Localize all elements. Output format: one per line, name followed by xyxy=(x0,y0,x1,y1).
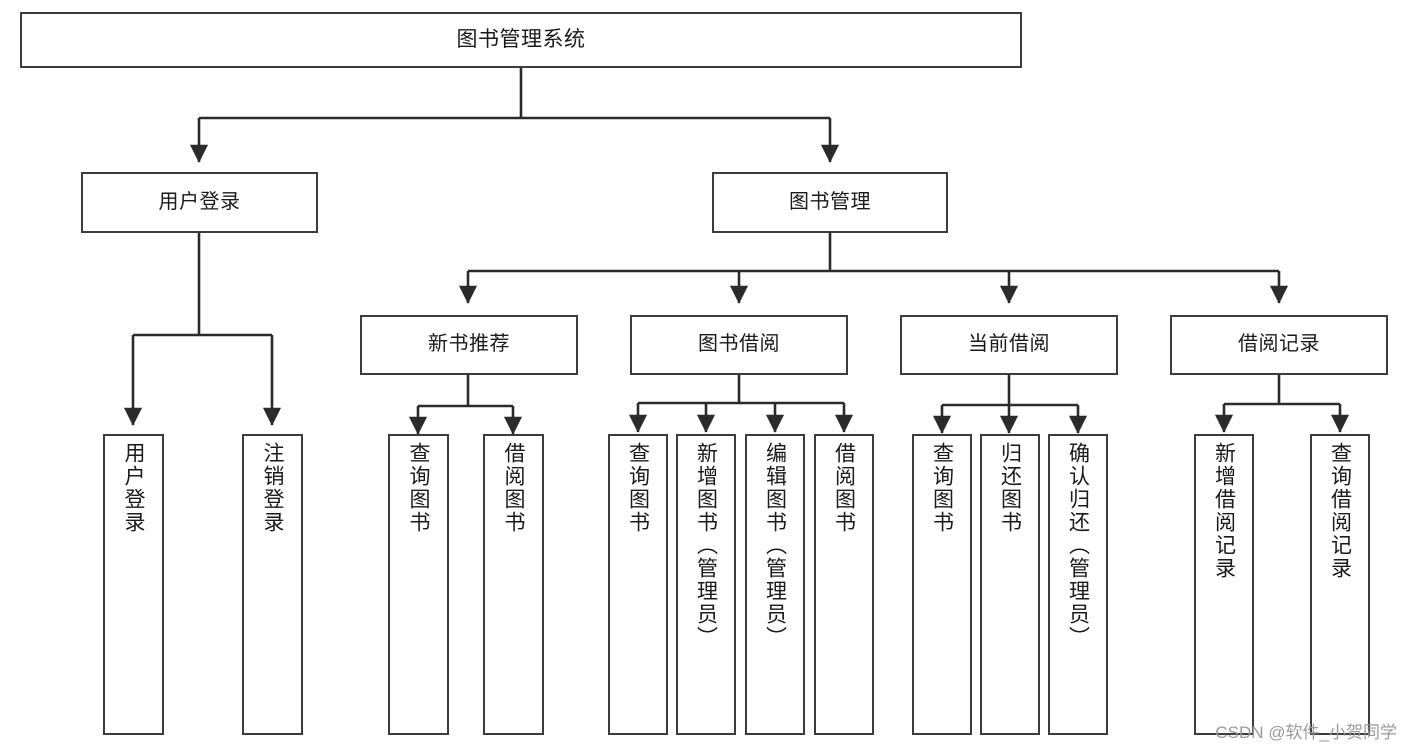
node-label: 新书推荐 xyxy=(428,333,510,356)
node-label: 图书借阅 xyxy=(698,333,780,356)
node-label: 查询图书 xyxy=(930,442,954,534)
node-label: 查询图书 xyxy=(407,442,430,534)
node-label: 新增图书（管理员） xyxy=(694,442,718,649)
node-label: 借阅图书 xyxy=(502,442,525,534)
node-book-borrow[interactable]: 图书借阅 xyxy=(630,315,848,375)
node-label: 用户登录 xyxy=(158,190,241,213)
node-label: 查询图书 xyxy=(626,442,650,534)
node-leaf-borrow-edit-book-admin[interactable]: 编辑图书（管理员） xyxy=(745,434,805,735)
node-current-borrow[interactable]: 当前借阅 xyxy=(900,315,1118,375)
node-label: 图书管理系统 xyxy=(456,27,586,51)
node-label: 图书管理 xyxy=(789,190,871,213)
node-leaf-current-confirm-return-admin[interactable]: 确认归还（管理员） xyxy=(1048,434,1108,735)
node-leaf-borrow-add-book-admin[interactable]: 新增图书（管理员） xyxy=(676,434,736,735)
node-label: 查询借阅记录 xyxy=(1328,442,1352,580)
node-label: 用户登录 xyxy=(122,442,145,534)
node-label: 当前借阅 xyxy=(968,333,1050,356)
node-label: 确认归还（管理员） xyxy=(1066,442,1090,649)
node-label: 编辑图书（管理员） xyxy=(763,442,787,649)
node-root-system[interactable]: 图书管理系统 xyxy=(20,12,1022,68)
node-leaf-record-add[interactable]: 新增借阅记录 xyxy=(1194,434,1254,735)
node-book-management[interactable]: 图书管理 xyxy=(712,172,948,233)
node-user-login[interactable]: 用户登录 xyxy=(81,172,318,233)
connectors-root xyxy=(123,68,1350,435)
node-label: 借阅记录 xyxy=(1238,333,1320,356)
node-leaf-recommend-query-book[interactable]: 查询图书 xyxy=(388,434,449,735)
node-leaf-user-logout[interactable]: 注销登录 xyxy=(242,434,303,735)
node-label: 新增借阅记录 xyxy=(1212,442,1236,580)
node-label: 注销登录 xyxy=(261,442,284,534)
node-leaf-borrow-borrow-book[interactable]: 借阅图书 xyxy=(814,434,874,735)
node-label: 借阅图书 xyxy=(832,442,856,534)
node-leaf-current-query-book[interactable]: 查询图书 xyxy=(912,434,972,735)
node-borrow-record[interactable]: 借阅记录 xyxy=(1170,315,1388,375)
node-leaf-record-query[interactable]: 查询借阅记录 xyxy=(1310,434,1370,735)
node-new-book-recommend[interactable]: 新书推荐 xyxy=(360,315,578,375)
node-leaf-user-login[interactable]: 用户登录 xyxy=(103,434,164,735)
node-label: 归还图书 xyxy=(998,442,1022,534)
node-leaf-current-return-book[interactable]: 归还图书 xyxy=(980,434,1040,735)
node-leaf-recommend-borrow-book[interactable]: 借阅图书 xyxy=(483,434,544,735)
node-leaf-borrow-query-book[interactable]: 查询图书 xyxy=(608,434,668,735)
